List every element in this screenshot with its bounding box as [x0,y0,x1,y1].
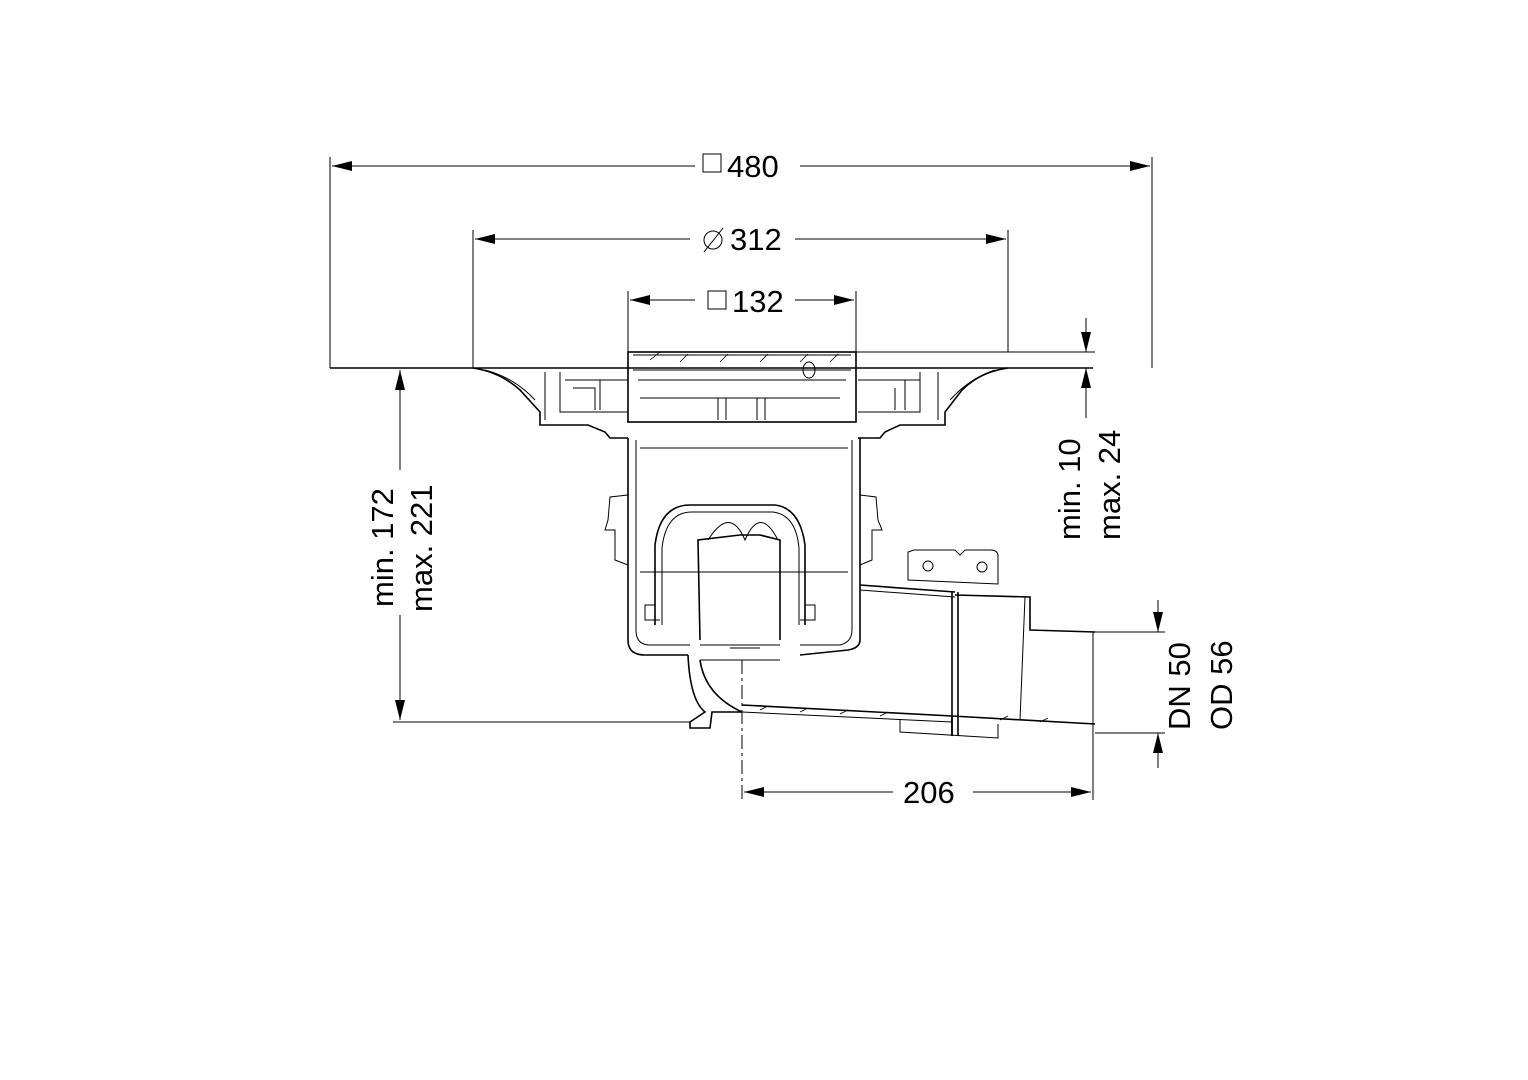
dimension-312: 312 [472,222,1009,368]
square-symbol-icon [707,290,727,310]
drain-body [472,351,1096,800]
height-min-label: min. 172 [365,488,400,607]
dimension-480-label: 480 [727,149,779,184]
dimension-206: 206 [744,775,1091,810]
height-max-label: max. 221 [404,484,439,612]
dimension-206-label: 206 [903,775,955,810]
dimension-480: 480 [329,149,1153,368]
dimension-grate-adjustment: min. 10 max. 24 [1052,318,1127,540]
diameter-symbol-icon [703,227,724,253]
dimension-outlet: DN 50 OD 56 [1095,600,1239,768]
dimension-132-label: 132 [732,284,784,319]
dimension-132: 132 [627,284,857,352]
square-symbol-icon [702,153,722,173]
adjust-max-label: max. 24 [1092,430,1127,540]
dimension-height: min. 172 max. 221 [365,370,690,723]
dimension-312-label: 312 [730,222,782,257]
outlet-dn-label: DN 50 [1162,642,1197,730]
adjust-min-label: min. 10 [1052,438,1087,540]
outlet-od-label: OD 56 [1204,640,1239,730]
